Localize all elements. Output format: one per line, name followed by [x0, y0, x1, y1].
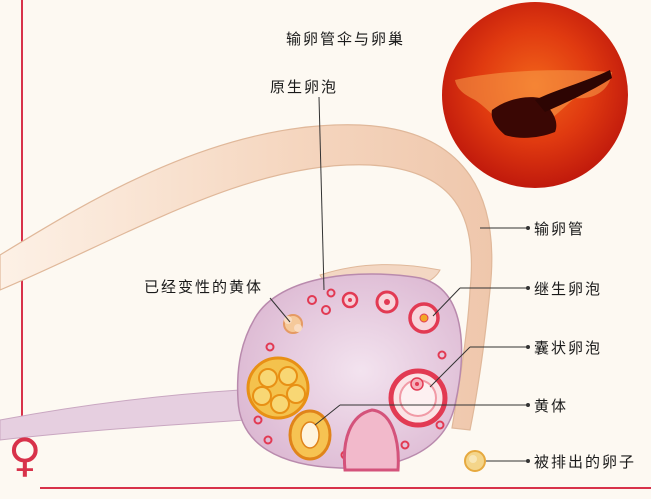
- label-primordial-follicle: 原生卵泡: [270, 78, 339, 96]
- label-corpus-luteum: 黄体: [534, 397, 569, 415]
- primordial-follicles: [253, 288, 447, 460]
- label-fallopian-tube: 输卵管: [534, 220, 586, 238]
- vesicular-follicle: [388, 368, 448, 428]
- leader-lines: [269, 96, 528, 462]
- label-vesicular-follicle: 囊状卵泡: [534, 339, 603, 357]
- corpus-luteum: [288, 409, 332, 461]
- fimbriae-ovary-photo: [442, 2, 628, 188]
- label-released-ovum: 被排出的卵子: [534, 453, 637, 471]
- growing-follicles: [375, 290, 440, 334]
- fallopian-tube: [0, 124, 493, 431]
- female-symbol-icon: ♀: [8, 428, 42, 482]
- released-ovum: [464, 450, 486, 472]
- label-secondary-follicle: 继生卵泡: [534, 280, 603, 298]
- leader-dots: [526, 226, 530, 463]
- photo-title: 输卵管伞与卵巢: [286, 30, 406, 48]
- label-degenerated-corpus-luteum: 已经变性的黄体: [144, 278, 264, 296]
- corpus-luteum-large: [246, 356, 310, 420]
- ruptured-follicle: [342, 408, 400, 472]
